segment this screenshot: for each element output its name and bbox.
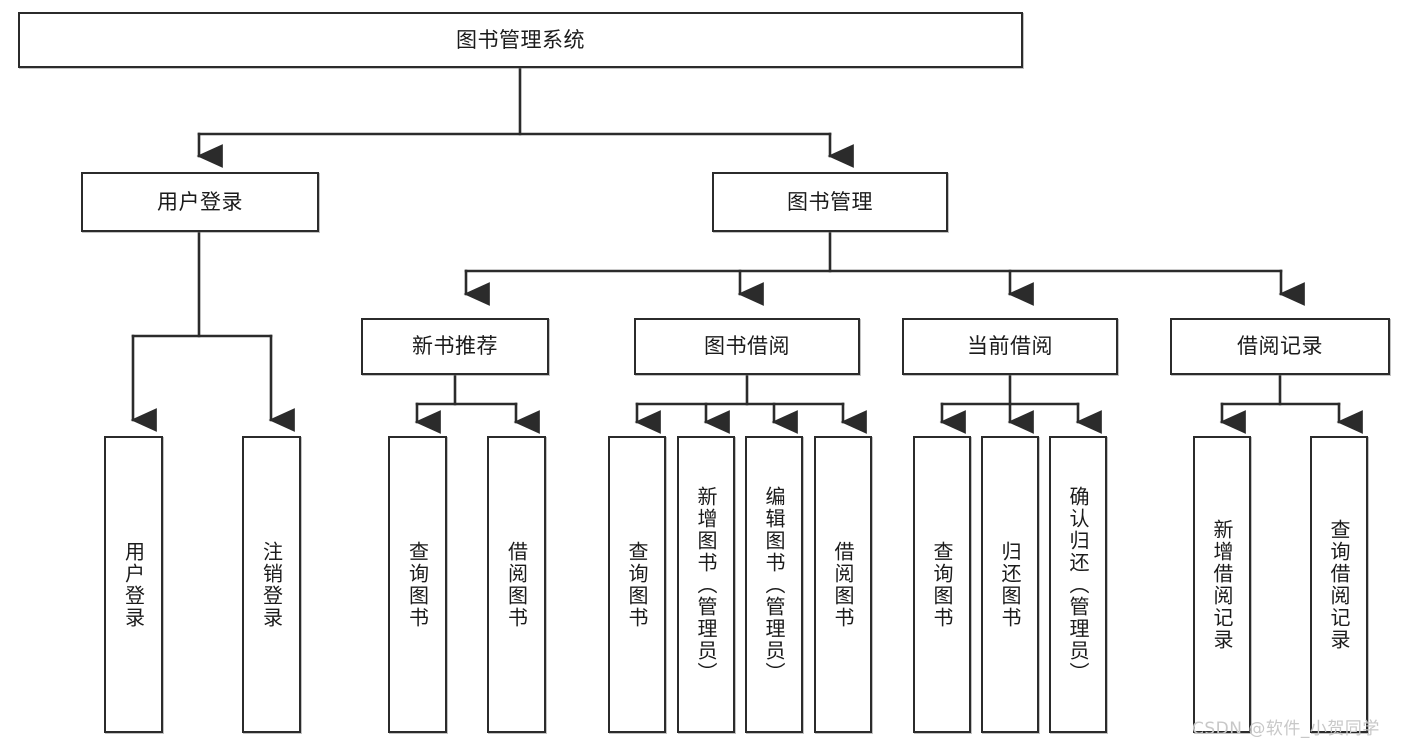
leaf-label: 借阅图书 [831,540,855,629]
leaf-label: 查询图书 [625,540,649,629]
leaf-label: 用户登录 [121,540,146,629]
leaf-query-book-borrow[interactable]: 查询图书 [608,436,666,733]
node-label: 用户登录 [157,189,243,214]
csdn-watermark: CSDN @软件_小贺同学 [1192,719,1380,739]
leaf-add-book-admin[interactable]: 新增图书（管理员） [677,436,735,733]
leaf-logout[interactable]: 注销登录 [242,436,301,733]
leaf-query-borrow-record[interactable]: 查询借阅记录 [1310,436,1368,733]
node-label: 当前借阅 [967,334,1053,359]
node-book-borrowing[interactable]: 图书借阅 [634,318,860,375]
leaf-query-book-new-rec[interactable]: 查询图书 [388,436,447,733]
leaf-edit-book-admin[interactable]: 编辑图书（管理员） [745,436,803,733]
node-book-management-system[interactable]: 图书管理系统 [18,12,1023,68]
leaf-label: 借阅图书 [504,540,529,629]
node-label: 图书借阅 [704,334,790,359]
leaf-label: 新增图书（管理员） [694,485,718,684]
leaf-label: 归还图书 [998,540,1022,629]
node-user-login[interactable]: 用户登录 [81,172,319,232]
node-label: 图书管理系统 [456,27,585,52]
leaf-return-book[interactable]: 归还图书 [981,436,1039,733]
leaf-label: 查询图书 [930,540,954,629]
leaf-label: 注销登录 [259,540,284,629]
leaf-user-login[interactable]: 用户登录 [104,436,163,733]
node-label: 借阅记录 [1237,334,1323,359]
node-book-management[interactable]: 图书管理 [712,172,948,232]
node-borrowing-record[interactable]: 借阅记录 [1170,318,1390,375]
leaf-label: 编辑图书（管理员） [762,485,786,684]
leaf-borrow-book[interactable]: 借阅图书 [814,436,872,733]
leaf-label: 查询图书 [405,540,430,629]
node-label: 图书管理 [787,189,873,214]
leaf-label: 确认归还（管理员） [1066,485,1090,684]
leaf-label: 新增借阅记录 [1210,518,1234,651]
leaf-label: 查询借阅记录 [1327,518,1351,651]
leaf-confirm-return-admin[interactable]: 确认归还（管理员） [1049,436,1107,733]
node-new-book-recommendation[interactable]: 新书推荐 [361,318,549,375]
node-current-borrowing[interactable]: 当前借阅 [902,318,1118,375]
leaf-query-book-current[interactable]: 查询图书 [913,436,971,733]
leaf-borrow-book-new-rec[interactable]: 借阅图书 [487,436,546,733]
node-label: 新书推荐 [412,334,498,359]
leaf-add-borrow-record[interactable]: 新增借阅记录 [1193,436,1251,733]
